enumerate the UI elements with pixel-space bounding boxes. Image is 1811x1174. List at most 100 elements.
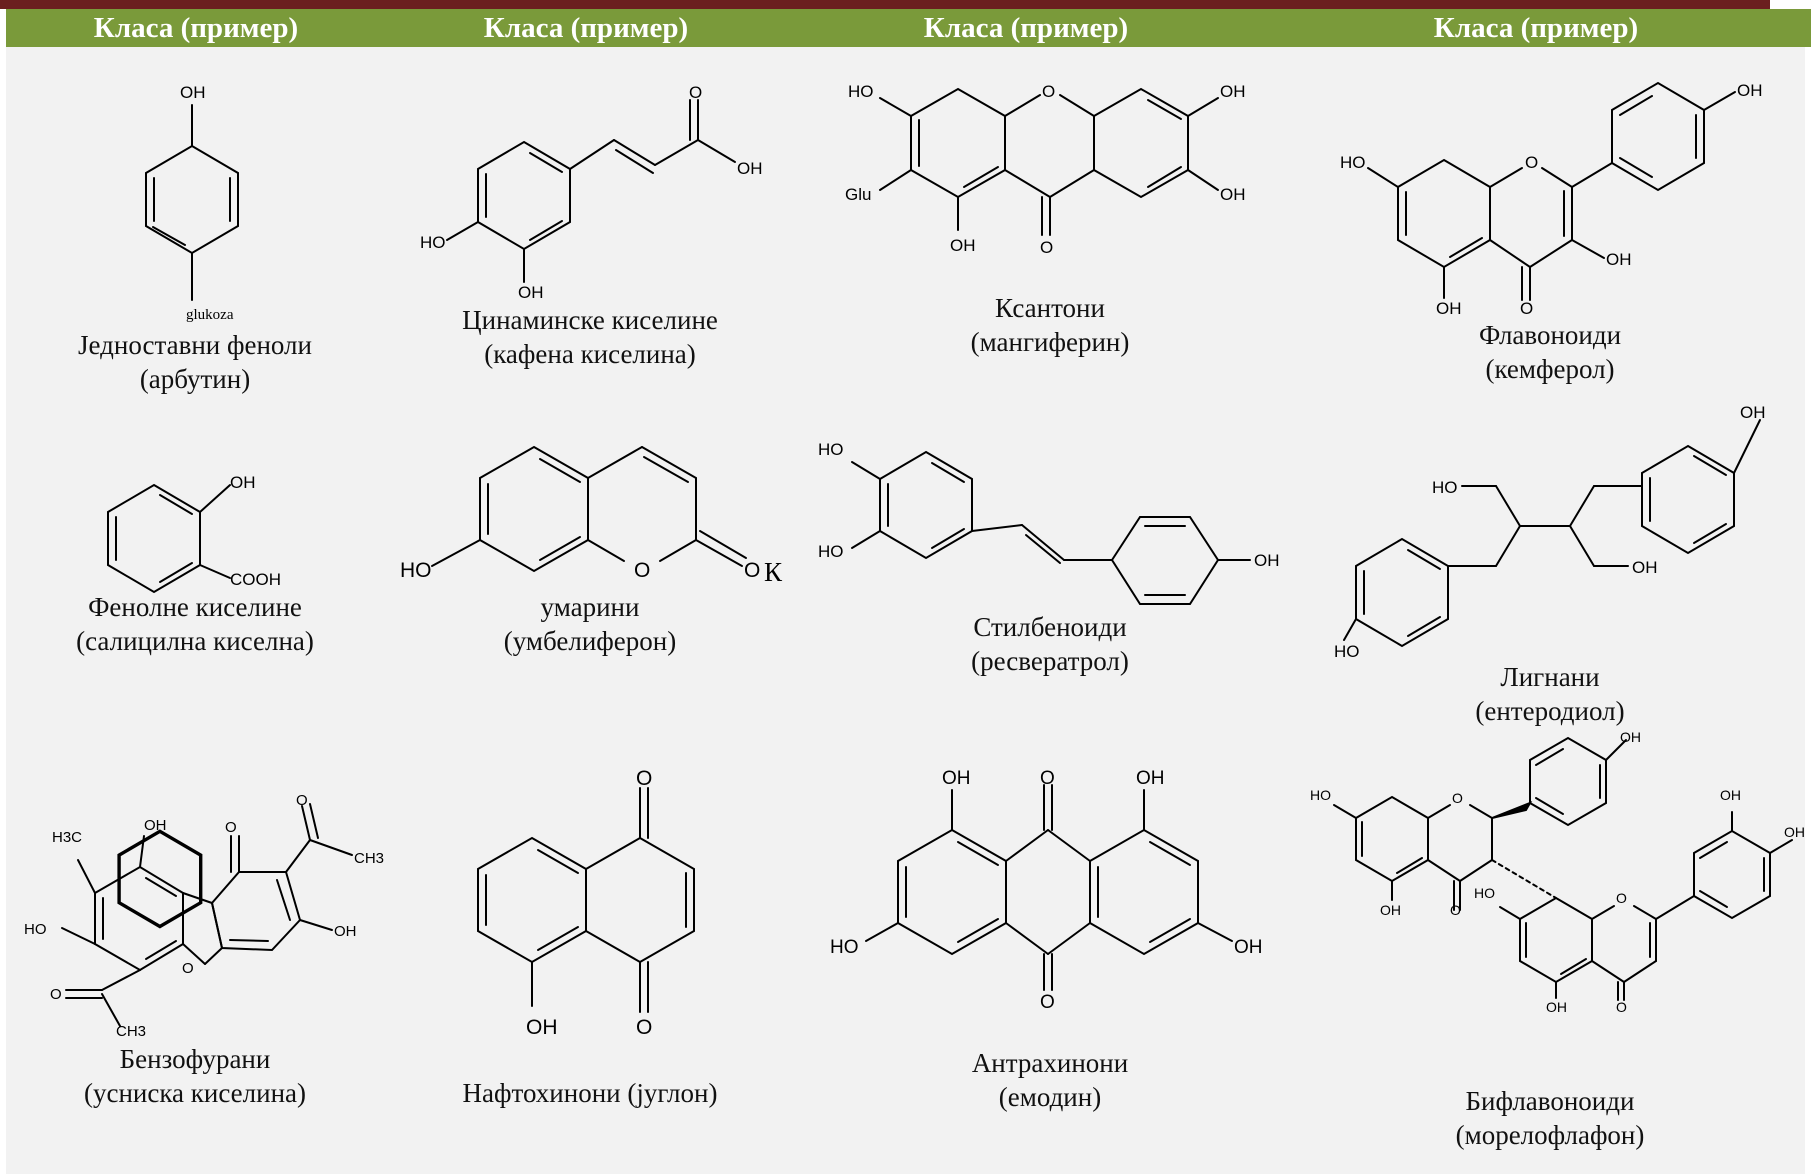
class-example: (емодин) xyxy=(998,1082,1102,1112)
atom-label: OH xyxy=(1220,82,1246,101)
atom-label: O xyxy=(636,767,652,790)
top-border-line xyxy=(0,0,1770,9)
class-example: (мангиферин) xyxy=(970,327,1130,357)
atom-label: O xyxy=(182,960,194,977)
class-caption: Ксантони (мангиферин) xyxy=(880,291,1220,359)
atom-label: O xyxy=(1040,768,1055,789)
class-example: (ентеродиол) xyxy=(1475,696,1625,726)
class-example: (усниска киселина) xyxy=(83,1078,306,1108)
atom-label: glukoza xyxy=(186,307,234,323)
atom-label: OH xyxy=(1720,787,1741,803)
class-name: Цинаминске киселине xyxy=(462,305,718,335)
atom-label: O xyxy=(744,559,760,582)
atom-label: O xyxy=(1525,153,1538,172)
atom-label: OH xyxy=(230,473,256,492)
atom-label: O xyxy=(1616,890,1627,906)
class-example: (ресвератрол) xyxy=(971,646,1129,676)
content-panel xyxy=(6,47,1805,1174)
class-caption: Једноставни феноли (арбутин) xyxy=(20,328,370,396)
class-name: Антрахинони xyxy=(971,1048,1129,1078)
atom-label: OH xyxy=(526,1016,558,1039)
atom-label: O xyxy=(1616,999,1627,1015)
class-caption: Антрахинони (емодин) xyxy=(880,1046,1220,1114)
atom-label: HO xyxy=(1340,153,1366,172)
class-caption: Бифлавоноиди (морелофлафон) xyxy=(1380,1084,1720,1152)
atom-label: O xyxy=(1042,82,1055,101)
atom-label: O xyxy=(1040,238,1053,257)
atom-label: OH xyxy=(1136,768,1165,789)
class-caption: Бензофурани (усниска киселина) xyxy=(20,1042,370,1110)
atom-label: CH3 xyxy=(116,1023,146,1040)
atom-label: O xyxy=(50,986,62,1003)
atom-label: O xyxy=(636,1016,652,1039)
class-example: (умбелиферон) xyxy=(503,626,677,656)
atom-label: HO xyxy=(1334,642,1360,661)
atom-label: O xyxy=(1520,299,1533,318)
atom-label: OH xyxy=(1436,299,1462,318)
atom-label: HO xyxy=(848,82,874,101)
class-caption: Стилбеноиди (ресвератрол) xyxy=(880,610,1220,678)
class-name: Бифлавоноиди xyxy=(1465,1086,1635,1116)
atom-label: HO xyxy=(1310,787,1331,803)
atom-label: O xyxy=(634,559,650,582)
atom-label: H3C xyxy=(52,829,82,846)
atom-label: OH xyxy=(737,159,763,178)
class-caption: Нафтохинони (југлон) xyxy=(420,1076,760,1110)
atom-label: OH xyxy=(1620,729,1641,745)
column-header-1: Класа (пример) xyxy=(93,12,299,44)
class-example: (морелофлафон) xyxy=(1455,1120,1645,1150)
class-caption: умарини (умбелиферон) xyxy=(420,590,760,658)
class-example: (арбутин) xyxy=(139,364,251,394)
atom-label: O xyxy=(1450,902,1461,918)
atom-label: OH xyxy=(1606,250,1632,269)
atom-label: OH xyxy=(1380,902,1401,918)
atom-label: OH xyxy=(1740,403,1766,422)
atom-label: Glu xyxy=(845,185,871,204)
atom-label: OH xyxy=(1234,937,1263,958)
class-name: умарини xyxy=(540,592,640,622)
atom-label: OH xyxy=(180,83,206,102)
atom-label: OH xyxy=(1784,824,1805,840)
class-name: Флавоноиди xyxy=(1478,320,1622,350)
class-example: (салицилна киселна) xyxy=(76,626,314,656)
atom-label: O xyxy=(1040,992,1055,1013)
atom-label: HO xyxy=(830,937,859,958)
class-name: Једноставни феноли xyxy=(78,330,312,360)
atom-label: HO xyxy=(24,921,47,938)
class-caption: Флавоноиди (кемферол) xyxy=(1380,318,1720,386)
atom-label: HO xyxy=(818,542,844,561)
class-name: Нафтохинони (југлон) xyxy=(462,1078,718,1108)
atom-label: HO xyxy=(818,440,844,459)
column-header-2: Класа (пример) xyxy=(483,12,689,44)
atom-label: O xyxy=(225,819,237,836)
atom-label: HO xyxy=(1432,478,1458,497)
atom-label: К xyxy=(764,557,783,587)
atom-label: HO xyxy=(1474,885,1495,901)
class-example: (кафена киселина) xyxy=(484,339,696,369)
atom-label: OH xyxy=(1737,81,1763,100)
atom-label: OH xyxy=(518,283,544,302)
class-example: (кемферол) xyxy=(1485,354,1615,384)
atom-label: OH xyxy=(1220,185,1246,204)
atom-label: OH xyxy=(144,817,167,834)
class-name: Лигнани xyxy=(1500,662,1600,692)
atom-label: OH xyxy=(942,768,971,789)
atom-label: HO xyxy=(420,233,446,252)
column-header-4: Класа (пример) xyxy=(1433,12,1639,44)
class-name: Ксантони xyxy=(995,293,1105,323)
column-header-3: Класа (пример) xyxy=(923,12,1129,44)
atom-label: OH xyxy=(334,923,357,940)
atom-label: O xyxy=(1452,790,1463,806)
class-name: Фенолне киселине xyxy=(88,592,302,622)
class-caption: Фенолне киселине (салицилна киселна) xyxy=(20,590,370,658)
